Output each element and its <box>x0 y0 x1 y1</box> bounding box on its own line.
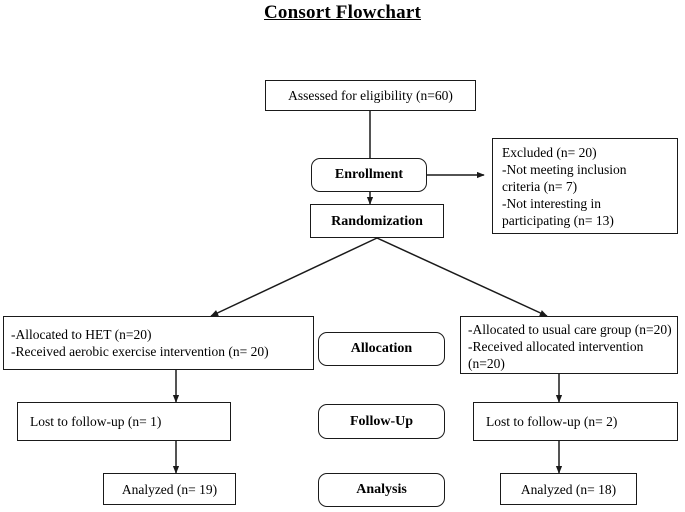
node-assessed-label: Assessed for eligibility (n=60) <box>288 88 453 103</box>
node-lost-followup-left-label: Lost to follow-up (n= 1) <box>30 414 162 429</box>
stage-followup-label: Follow-Up <box>350 413 413 429</box>
stage-enrollment-label: Enrollment <box>334 167 404 182</box>
page-title: Consort Flowchart <box>264 2 421 23</box>
node-excluded: Excluded (n= 20) -Not meeting inclusion … <box>492 138 678 234</box>
node-analyzed-right: Analyzed (n= 18) <box>500 473 637 505</box>
connector-randomization-to-right-allocation <box>376 237 548 317</box>
node-analyzed-left-label: Analyzed (n= 19) <box>121 481 218 497</box>
node-analyzed-left: Analyzed (n= 19) <box>103 473 236 505</box>
stage-allocation-label: Allocation <box>350 341 413 356</box>
node-allocated-usual-care-label: -Allocated to usual care group (n=20) -R… <box>468 322 672 371</box>
stage-analysis-label: Analysis <box>356 482 407 497</box>
stage-randomization-label: Randomization <box>331 213 423 229</box>
node-excluded-label: Excluded (n= 20) -Not meeting inclusion … <box>502 145 627 228</box>
node-allocated-het: -Allocated to HET (n=20) -Received aerob… <box>3 316 314 370</box>
connector-randomization-to-left-allocation <box>210 237 378 317</box>
stage-enrollment: Enrollment <box>311 158 427 192</box>
node-assessed-for-eligibility: Assessed for eligibility (n=60) <box>265 80 476 111</box>
stage-analysis: Analysis <box>318 473 445 507</box>
node-lost-followup-left: Lost to follow-up (n= 1) <box>17 402 231 441</box>
node-allocated-het-label: -Allocated to HET (n=20) -Received aerob… <box>11 327 269 359</box>
node-analyzed-right-label: Analyzed (n= 18) <box>520 481 617 497</box>
stage-followup: Follow-Up <box>318 404 445 439</box>
node-allocated-usual-care: -Allocated to usual care group (n=20) -R… <box>460 316 678 374</box>
stage-allocation: Allocation <box>318 332 445 366</box>
node-lost-followup-right: Lost to follow-up (n= 2) <box>473 402 678 441</box>
node-lost-followup-right-label: Lost to follow-up (n= 2) <box>486 414 618 429</box>
node-randomization-box: Randomization <box>310 204 444 238</box>
